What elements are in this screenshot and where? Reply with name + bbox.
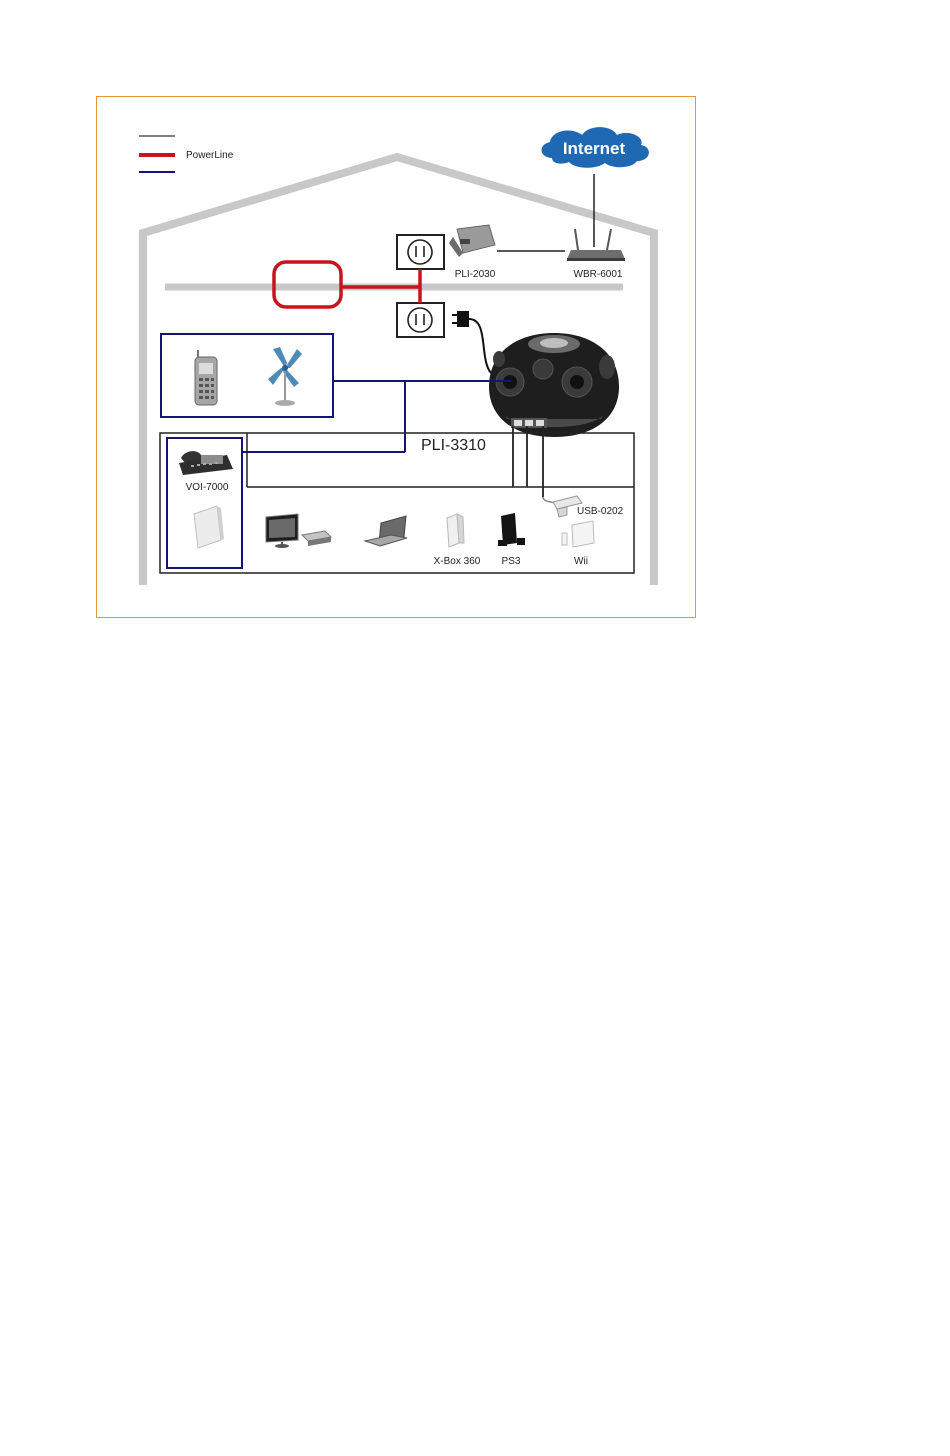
mobile-phone-icon — [195, 350, 217, 405]
xbox-360-icon — [447, 514, 464, 547]
xbox-360-label: X-Box 360 — [434, 556, 481, 567]
nas-device-icon — [194, 506, 224, 548]
router-icon — [567, 225, 625, 261]
voi-7000-label: VOI-7000 — [186, 482, 229, 493]
legend-label-powerline: PowerLine — [186, 150, 234, 161]
pli-2030-icon — [449, 225, 495, 257]
pli-2030-label: PLI-2030 — [455, 269, 496, 280]
pli-3310-label: PLI-3310 — [421, 437, 486, 454]
usb-0202-label: USB-0202 — [577, 506, 624, 517]
plug-icon — [452, 311, 491, 373]
wii-label: Wii — [574, 556, 588, 567]
wall-outlet-lower — [397, 303, 444, 337]
wall-outlet-upper — [397, 235, 444, 269]
legend: PowerLine — [133, 125, 283, 177]
fan-icon — [268, 347, 302, 406]
ps3-label: PS3 — [502, 556, 521, 567]
tv-icon — [266, 514, 298, 548]
laptop-icon — [365, 516, 407, 546]
internet-label: Internet — [563, 139, 626, 158]
diagram-frame: PowerLine Internet WBR-6001 PLI-2030 — [96, 96, 696, 618]
voip-phone-icon — [179, 451, 233, 475]
network-diagram: PowerLine Internet WBR-6001 PLI-2030 — [97, 97, 697, 619]
appliance-group-box — [161, 334, 333, 417]
internet-cloud: Internet — [542, 127, 649, 168]
set-top-box-icon — [302, 531, 331, 546]
wbr-6001-label: WBR-6001 — [574, 269, 623, 280]
pli-3310-device — [489, 333, 619, 437]
ps3-icon — [498, 513, 525, 546]
wii-icon — [562, 521, 594, 547]
